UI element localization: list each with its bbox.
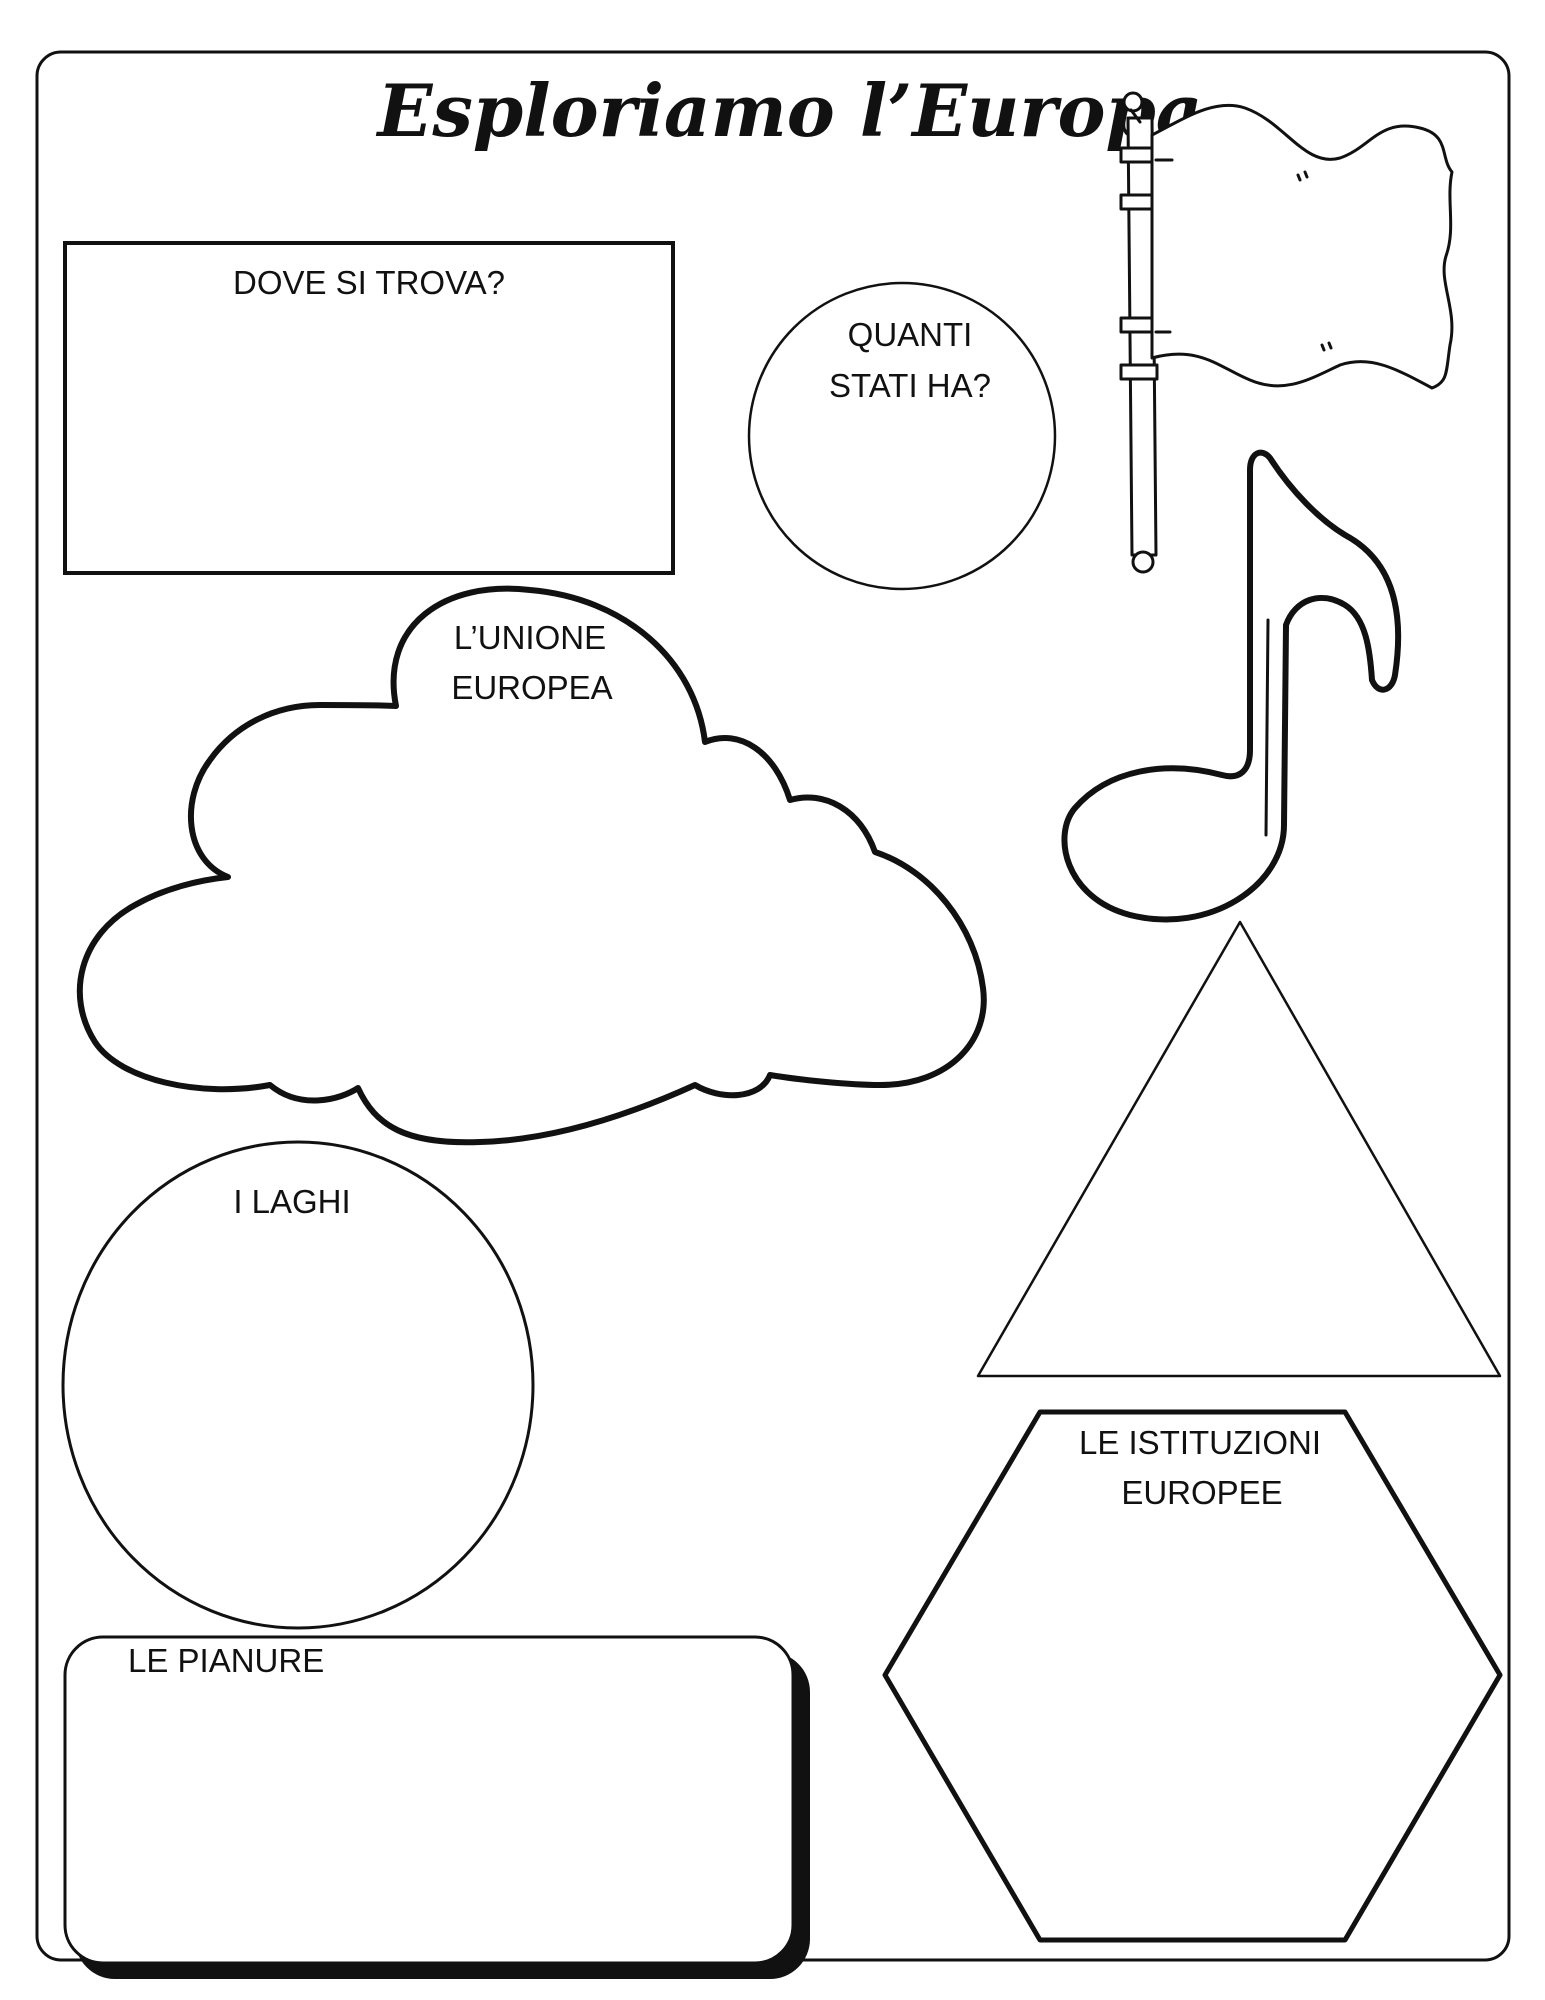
lakes-label: I LAGHI — [233, 1183, 350, 1220]
states-label-line2: STATI HA? — [829, 367, 991, 404]
location-box[interactable]: DOVE SI TROVA? — [63, 241, 675, 575]
eu-label-line2: EUROPEA — [451, 669, 612, 706]
music-note-icon — [1061, 449, 1402, 923]
states-label-line1: QUANTI — [848, 316, 973, 353]
location-label: DOVE SI TROVA? — [233, 264, 505, 301]
institutions-label-line1: LE ISTITUZIONI — [1079, 1424, 1321, 1461]
plains-label: LE PIANURE — [128, 1642, 324, 1679]
flag-icon — [1119, 91, 1454, 574]
plains-box[interactable]: LE PIANURE — [63, 1635, 810, 1979]
institutions-label-line2: EUROPEE — [1121, 1474, 1282, 1511]
states-circle[interactable]: QUANTI STATI HA? — [747, 281, 1057, 591]
eu-cloud[interactable]: L’UNIONE EUROPEA — [76, 585, 987, 1146]
page-title: Esploriamo l’Europa — [376, 68, 1203, 153]
triangle-box[interactable] — [976, 920, 1502, 1378]
institutions-hexagon[interactable]: LE ISTITUZIONI EUROPEE — [882, 1409, 1503, 1943]
lakes-circle[interactable]: I LAGHI — [61, 1140, 535, 1630]
eu-label-line1: L’UNIONE — [454, 619, 606, 656]
